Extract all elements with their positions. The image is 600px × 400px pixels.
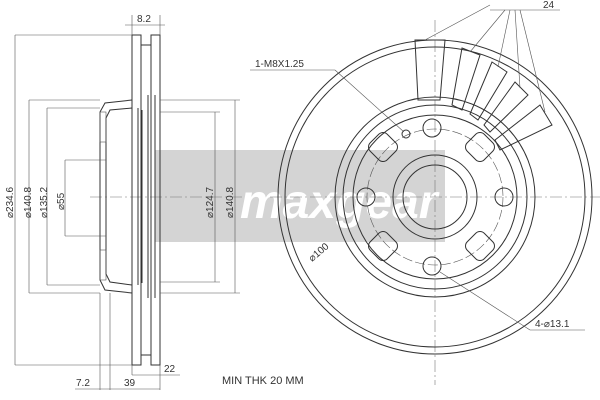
dim-inner-diameter: ⌀124.7 <box>205 187 216 218</box>
dim-width-top: 8.2 <box>137 14 151 25</box>
label-pcd: ⌀100 <box>307 241 332 264</box>
friction-ring-left <box>131 34 142 366</box>
dim-hat-outer-diameter: ⌀140.8 <box>23 187 34 218</box>
friction-ring-right <box>150 34 161 366</box>
label-holes: 4-⌀13.1 <box>535 319 570 330</box>
dim-height: 39 <box>124 378 136 389</box>
svg-text:maxgear: maxgear <box>240 176 440 229</box>
dim-offset: 7.2 <box>76 378 90 389</box>
label-thread: 1-M8X1.25 <box>255 59 304 70</box>
dim-hat-inner-diameter: ⌀135.2 <box>39 187 50 218</box>
dim-vanes: 24 <box>543 0 555 11</box>
dim-outer-diameter: ⌀234.6 <box>5 187 16 218</box>
maxgear-watermark: maxgear <box>155 150 445 242</box>
dim-inner-diameter-2: ⌀140.8 <box>225 187 236 218</box>
side-view: 8.2 22 7.2 39 ⌀234.6 ⌀140.8 ⌀135.2 ⌀55 <box>5 14 245 390</box>
dim-thickness: 22 <box>164 364 176 375</box>
dim-center-bore: ⌀55 <box>56 192 67 210</box>
note-min-thickness: MIN THK 20 MM <box>222 375 304 387</box>
